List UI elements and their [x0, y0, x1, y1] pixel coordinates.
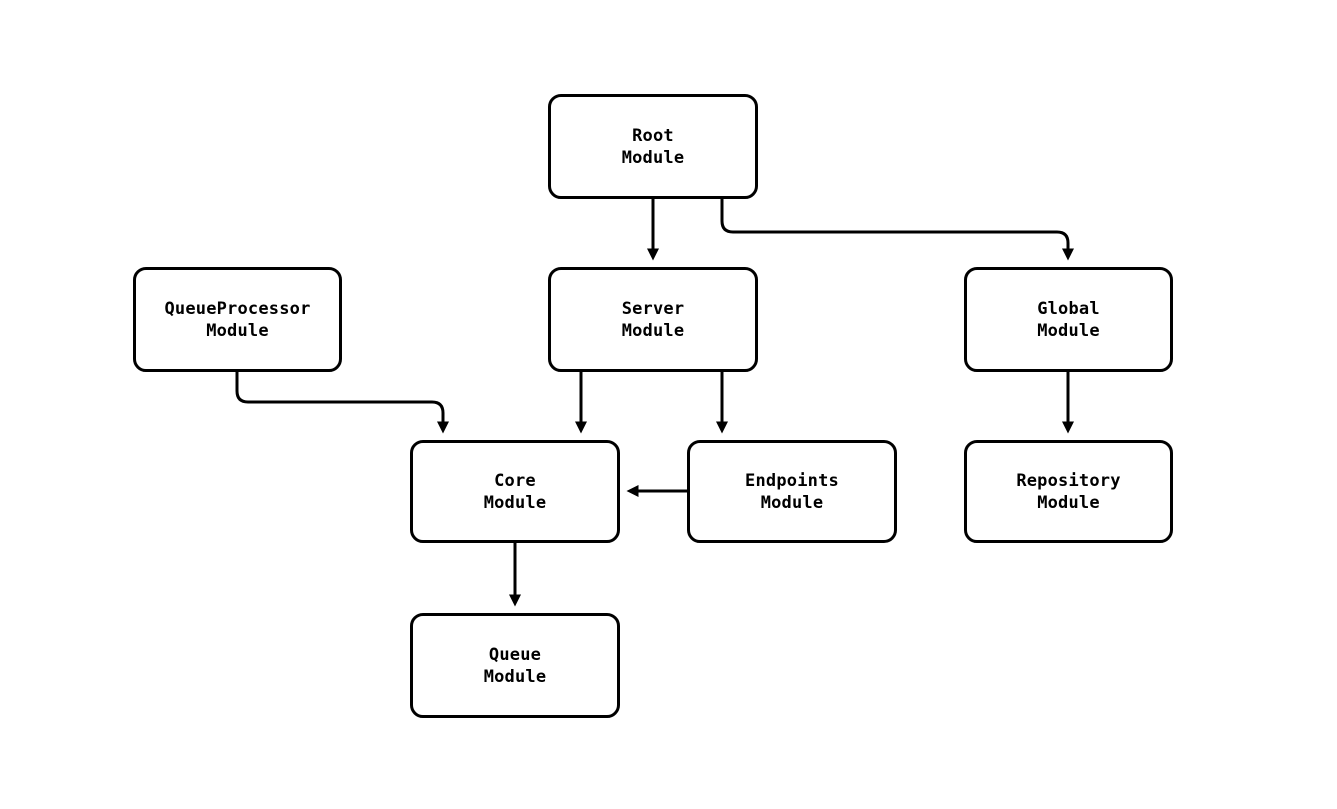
node-endpoints-label: Endpoints Module: [745, 470, 839, 513]
node-server-label: Server Module: [621, 298, 685, 341]
node-queueprocessor[interactable]: QueueProcessor Module: [133, 267, 342, 372]
node-queue-label: Queue Module: [483, 644, 547, 687]
node-repository-label: Repository Module: [1016, 470, 1121, 513]
node-root[interactable]: Root Module: [548, 94, 758, 199]
node-queue[interactable]: Queue Module: [410, 613, 620, 718]
node-global-label: Global Module: [1037, 298, 1100, 341]
node-endpoints[interactable]: Endpoints Module: [687, 440, 897, 543]
node-server[interactable]: Server Module: [548, 267, 758, 372]
node-global[interactable]: Global Module: [964, 267, 1173, 372]
edge-root-global: [720, 199, 1074, 261]
node-root-label: Root Module: [621, 125, 685, 168]
node-repository[interactable]: Repository Module: [964, 440, 1173, 543]
node-core-label: Core Module: [483, 470, 547, 513]
node-queueprocessor-label: QueueProcessor Module: [164, 298, 311, 341]
edge-queueprocessor-core: [235, 372, 449, 434]
node-core[interactable]: Core Module: [410, 440, 620, 543]
